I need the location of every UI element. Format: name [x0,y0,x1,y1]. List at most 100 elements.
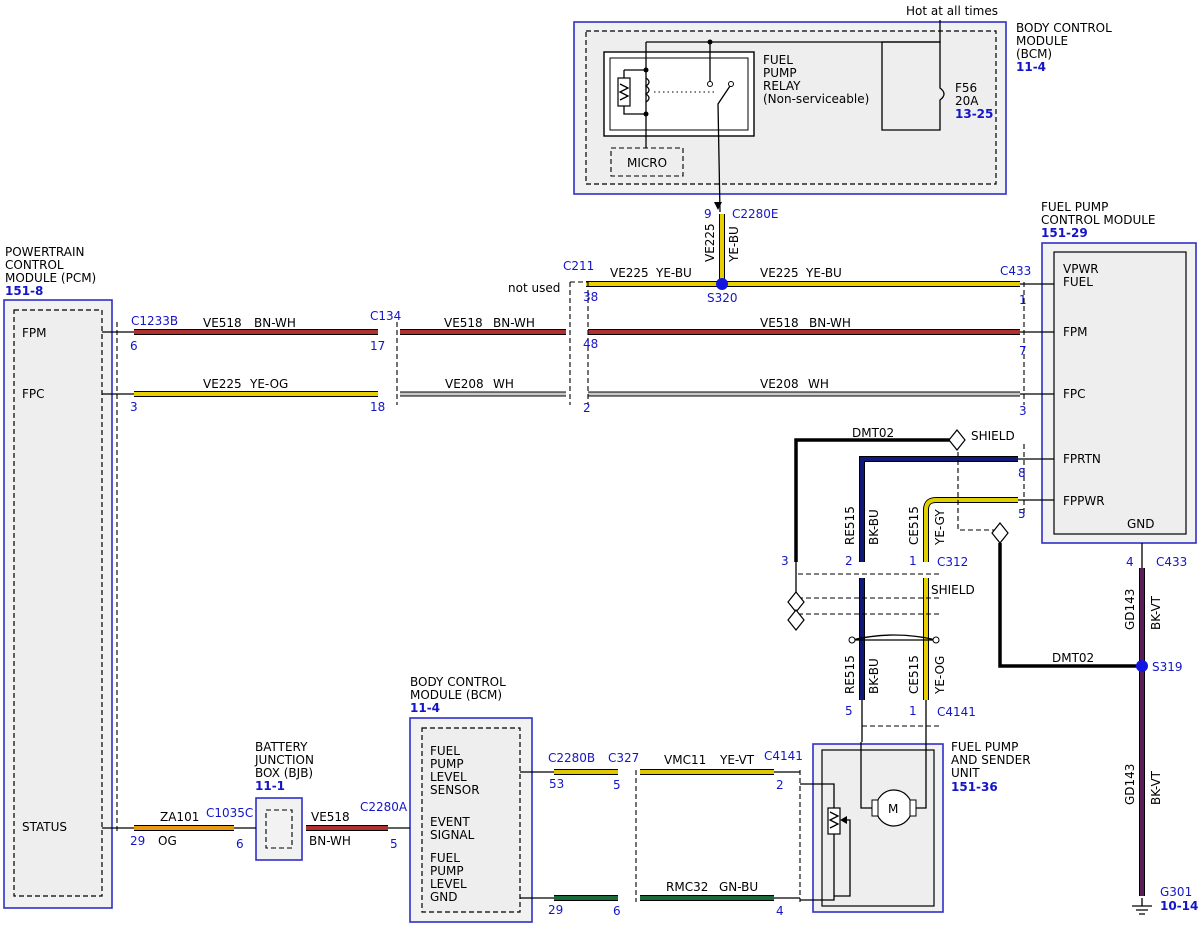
svg-text:LEVEL: LEVEL [430,877,467,891]
svg-text:UNIT: UNIT [951,766,980,780]
svg-text:18: 18 [370,400,385,414]
svg-text:29: 29 [130,834,145,848]
svg-text:151-8: 151-8 [5,284,43,298]
ground-symbol [1132,898,1152,915]
svg-text:C4141: C4141 [937,705,976,719]
bcm-bottom-module: BODY CONTROL MODULE (BCM) 11-4 FUEL PUMP… [409,675,533,923]
svg-text:VE518: VE518 [444,316,483,330]
svg-text:MODULE: MODULE [1016,34,1068,48]
svg-text:20A: 20A [955,94,979,108]
splices [716,278,1152,915]
svg-text:FPRTN: FPRTN [1063,452,1101,466]
svg-text:WH: WH [493,377,514,391]
svg-text:ZA101: ZA101 [160,810,199,824]
svg-text:6: 6 [236,837,244,851]
svg-text:EVENT: EVENT [430,815,470,829]
svg-text:CE515: CE515 [907,506,921,545]
wire-re515-top [860,457,1018,562]
svg-text:YE-BU: YE-BU [655,266,692,280]
pcm-module: POWERTRAIN CONTROL MODULE (PCM) 151-8 FP… [3,245,113,909]
svg-text:4: 4 [1126,555,1134,569]
fuel-pump-relay [617,20,945,213]
svg-text:FPC: FPC [22,387,45,401]
bcm-top-title: BODY CONTROL MODULE (BCM) 11-4 Hot at al… [627,4,1112,170]
svg-text:M: M [888,802,898,816]
svg-text:S319: S319 [1152,660,1183,674]
svg-text:FUEL: FUEL [430,851,460,865]
svg-text:BATTERY: BATTERY [255,740,308,754]
svg-text:BN-WH: BN-WH [809,316,851,330]
svg-text:1: 1 [1019,293,1027,307]
svg-text:WH: WH [808,377,829,391]
svg-text:C2280E: C2280E [732,207,779,221]
svg-text:C433: C433 [1156,555,1187,569]
svg-text:GND: GND [430,890,458,904]
svg-text:YE-BU: YE-BU [727,226,741,263]
svg-text:DMT02: DMT02 [852,426,894,440]
svg-text:VE208: VE208 [445,377,484,391]
svg-text:STATUS: STATUS [22,820,67,834]
wires-layer [102,214,1145,901]
svg-text:FPM: FPM [1063,325,1088,339]
svg-text:VE225: VE225 [760,266,799,280]
svg-text:SIGNAL: SIGNAL [430,828,475,842]
svg-text:VE225: VE225 [610,266,649,280]
svg-text:BK-BU: BK-BU [867,509,881,545]
svg-text:11-4: 11-4 [410,701,440,715]
svg-text:17: 17 [370,339,385,353]
svg-text:10-14: 10-14 [1160,899,1198,913]
svg-text:YE-VT: YE-VT [719,753,755,767]
svg-text:RELAY: RELAY [763,79,801,93]
svg-text:151-36: 151-36 [951,780,998,794]
svg-text:GND: GND [1127,517,1155,531]
svg-text:FPC: FPC [1063,387,1086,401]
svg-text:G301: G301 [1160,885,1192,899]
svg-text:FUEL: FUEL [1063,275,1093,289]
svg-text:YE-OG: YE-OG [249,377,288,391]
svg-text:F56: F56 [955,81,977,95]
svg-text:BK-BU: BK-BU [867,658,881,694]
svg-text:YE-GY: YE-GY [933,509,947,546]
svg-text:RE515: RE515 [843,655,857,694]
svg-text:RE515: RE515 [843,506,857,545]
svg-text:VE518: VE518 [311,810,350,824]
svg-text:C4141: C4141 [764,749,803,763]
svg-text:AND SENDER: AND SENDER [951,753,1031,767]
svg-text:PUMP: PUMP [763,66,797,80]
shield-symbols [787,429,1009,644]
svg-text:48: 48 [583,337,598,351]
svg-text:VPWR: VPWR [1063,262,1099,276]
wire-dmt02-top [794,438,950,562]
svg-text:C2280A: C2280A [360,800,408,814]
svg-text:C134: C134 [370,309,401,323]
svg-text:JUNCTION: JUNCTION [254,753,314,767]
svg-text:MODULE (BCM): MODULE (BCM) [410,688,502,702]
svg-text:C433: C433 [1000,264,1031,278]
svg-text:5: 5 [613,778,621,792]
svg-text:VE208: VE208 [760,377,799,391]
svg-text:C2280B: C2280B [548,751,595,765]
svg-text:LEVEL: LEVEL [430,770,467,784]
svg-text:151-29: 151-29 [1041,226,1088,240]
svg-text:C312: C312 [937,555,968,569]
svg-text:BODY CONTROL: BODY CONTROL [1016,21,1112,35]
svg-text:53: 53 [549,777,564,791]
svg-text:VE225: VE225 [703,223,717,262]
svg-text:DMT02: DMT02 [1052,651,1094,665]
svg-text:3: 3 [1019,404,1027,418]
connector-labels: C2280E C211 C433 C1233B C134 C312 C4141 … [131,207,1198,913]
svg-text:C1233B: C1233B [131,314,178,328]
pin-stubs [102,283,1143,899]
svg-text:29: 29 [548,903,563,917]
svg-text:2: 2 [776,778,784,792]
svg-text:1: 1 [909,554,917,568]
svg-text:FUEL PUMP: FUEL PUMP [951,740,1018,754]
svg-text:13-25: 13-25 [955,107,993,121]
svg-text:BK-VT: BK-VT [1149,595,1163,630]
svg-text:2: 2 [845,554,853,568]
splice-s319 [1136,660,1148,672]
wire-ce515-top [924,498,1018,562]
svg-text:VE518: VE518 [760,316,799,330]
svg-text:BN-WH: BN-WH [309,834,351,848]
svg-text:CE515: CE515 [907,655,921,694]
